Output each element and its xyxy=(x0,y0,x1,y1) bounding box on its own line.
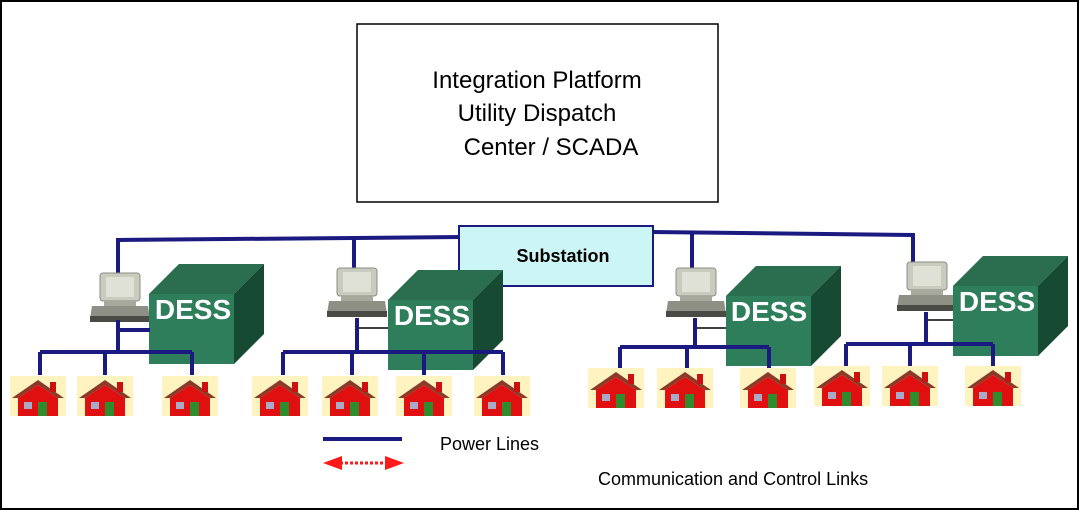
house-icon xyxy=(10,376,66,416)
house-icon xyxy=(252,376,308,416)
dess-group-1: DESS xyxy=(10,264,264,416)
house-icon xyxy=(588,368,644,408)
integration-platform-box: Integration Platform Utility Dispatch Ce… xyxy=(356,23,719,203)
dess-label-2: DESS xyxy=(394,300,470,331)
substation-label: Substation xyxy=(517,246,610,266)
house-icon xyxy=(657,368,713,408)
platform-line-2: Utility Dispatch xyxy=(458,100,617,127)
house-icon xyxy=(882,366,938,406)
dess-group-4: DESS xyxy=(814,256,1068,406)
main-bus-power-lines xyxy=(116,230,915,282)
house-icon xyxy=(162,376,218,416)
legend-comm-links: Communication and Control Links xyxy=(598,469,868,489)
comm-link-arrow-icon xyxy=(323,456,404,470)
house-icon xyxy=(322,376,378,416)
house-icon xyxy=(396,376,452,416)
platform-line-3: Center / SCADA xyxy=(464,134,639,161)
house-icon xyxy=(814,366,870,406)
dess-group-2: DESS xyxy=(252,267,530,416)
dess-label-1: DESS xyxy=(155,294,231,325)
dess-label-3: DESS xyxy=(731,296,807,327)
house-icon xyxy=(474,376,530,416)
house-icon xyxy=(965,366,1021,406)
house-icon xyxy=(77,376,133,416)
dess-label-4: DESS xyxy=(959,286,1035,317)
legend: Power Lines Communication and Control Li… xyxy=(323,434,868,489)
platform-line-1: Integration Platform xyxy=(432,67,641,94)
dess-group-3: DESS xyxy=(588,266,841,408)
legend-power-lines: Power Lines xyxy=(440,434,539,454)
house-icon xyxy=(740,368,796,408)
